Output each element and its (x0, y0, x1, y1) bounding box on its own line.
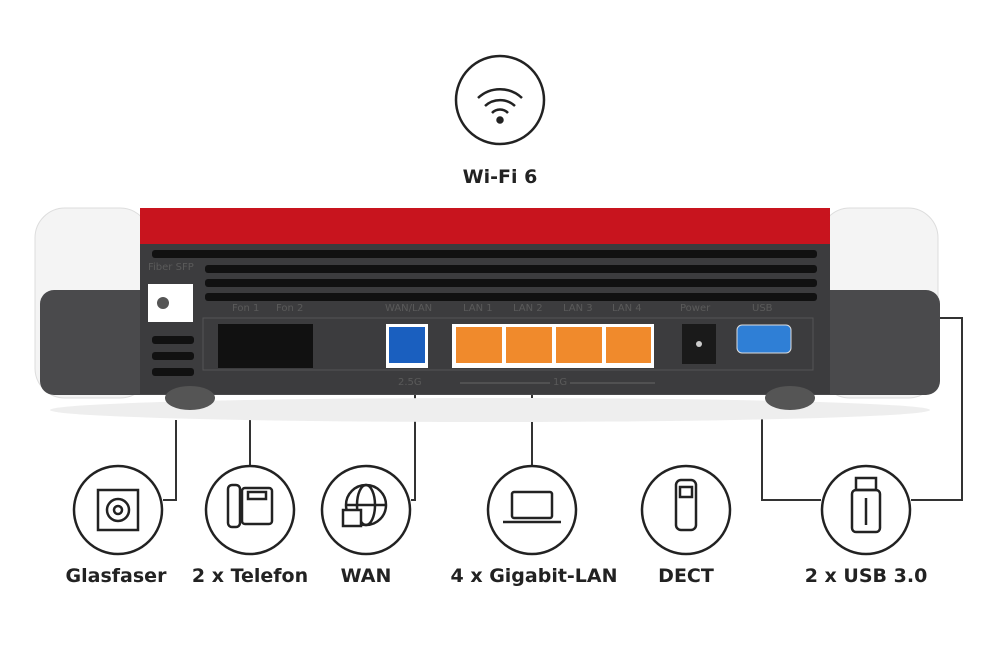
port-label-lan1: LAN 1 (463, 303, 493, 314)
port-label-fiber: Fiber SFP (148, 262, 194, 273)
lan-port-3 (556, 327, 602, 363)
laptop-icon (486, 464, 578, 556)
port-label-lan4: LAN 4 (612, 303, 642, 314)
feature-label-dect: DECT (658, 565, 714, 587)
fon-ports (218, 324, 313, 368)
feature-label-glasfaser: Glasfaser (65, 565, 167, 587)
wifi-icon (454, 54, 546, 146)
usb-stick-icon (820, 464, 912, 556)
lan-port-2 (506, 327, 552, 363)
port-label-lan3: LAN 3 (563, 303, 593, 314)
feature-label-usb: 2 x USB 3.0 (804, 565, 928, 587)
dect-phone-icon (640, 464, 732, 556)
router (34, 207, 940, 422)
feature-label-wan: WAN (340, 565, 392, 587)
globe-icon (320, 464, 412, 556)
wan-port (389, 327, 425, 363)
lan-port-4 (606, 327, 651, 363)
port-label-usb: USB (752, 303, 773, 314)
fiber-port-icon (72, 464, 164, 556)
feature-label-lan: 4 x Gigabit-LAN (450, 565, 618, 587)
fiber-sfp-port (148, 284, 193, 322)
speed-label-lan: 1G (550, 377, 571, 388)
feature-label-telefon: 2 x Telefon (191, 565, 309, 587)
port-label-wan: WAN/LAN (385, 303, 433, 314)
wifi-label: Wi-Fi 6 (462, 166, 538, 188)
lan-port-1 (456, 327, 502, 363)
port-label-lan2: LAN 2 (513, 303, 543, 314)
port-label-power: Power (680, 303, 711, 314)
port-label-fon1: Fon 1 (232, 303, 260, 314)
usb-port (736, 324, 792, 354)
port-label-fon2: Fon 2 (276, 303, 304, 314)
speed-label-wan: 2.5G (398, 377, 422, 388)
telephone-icon (204, 464, 296, 556)
